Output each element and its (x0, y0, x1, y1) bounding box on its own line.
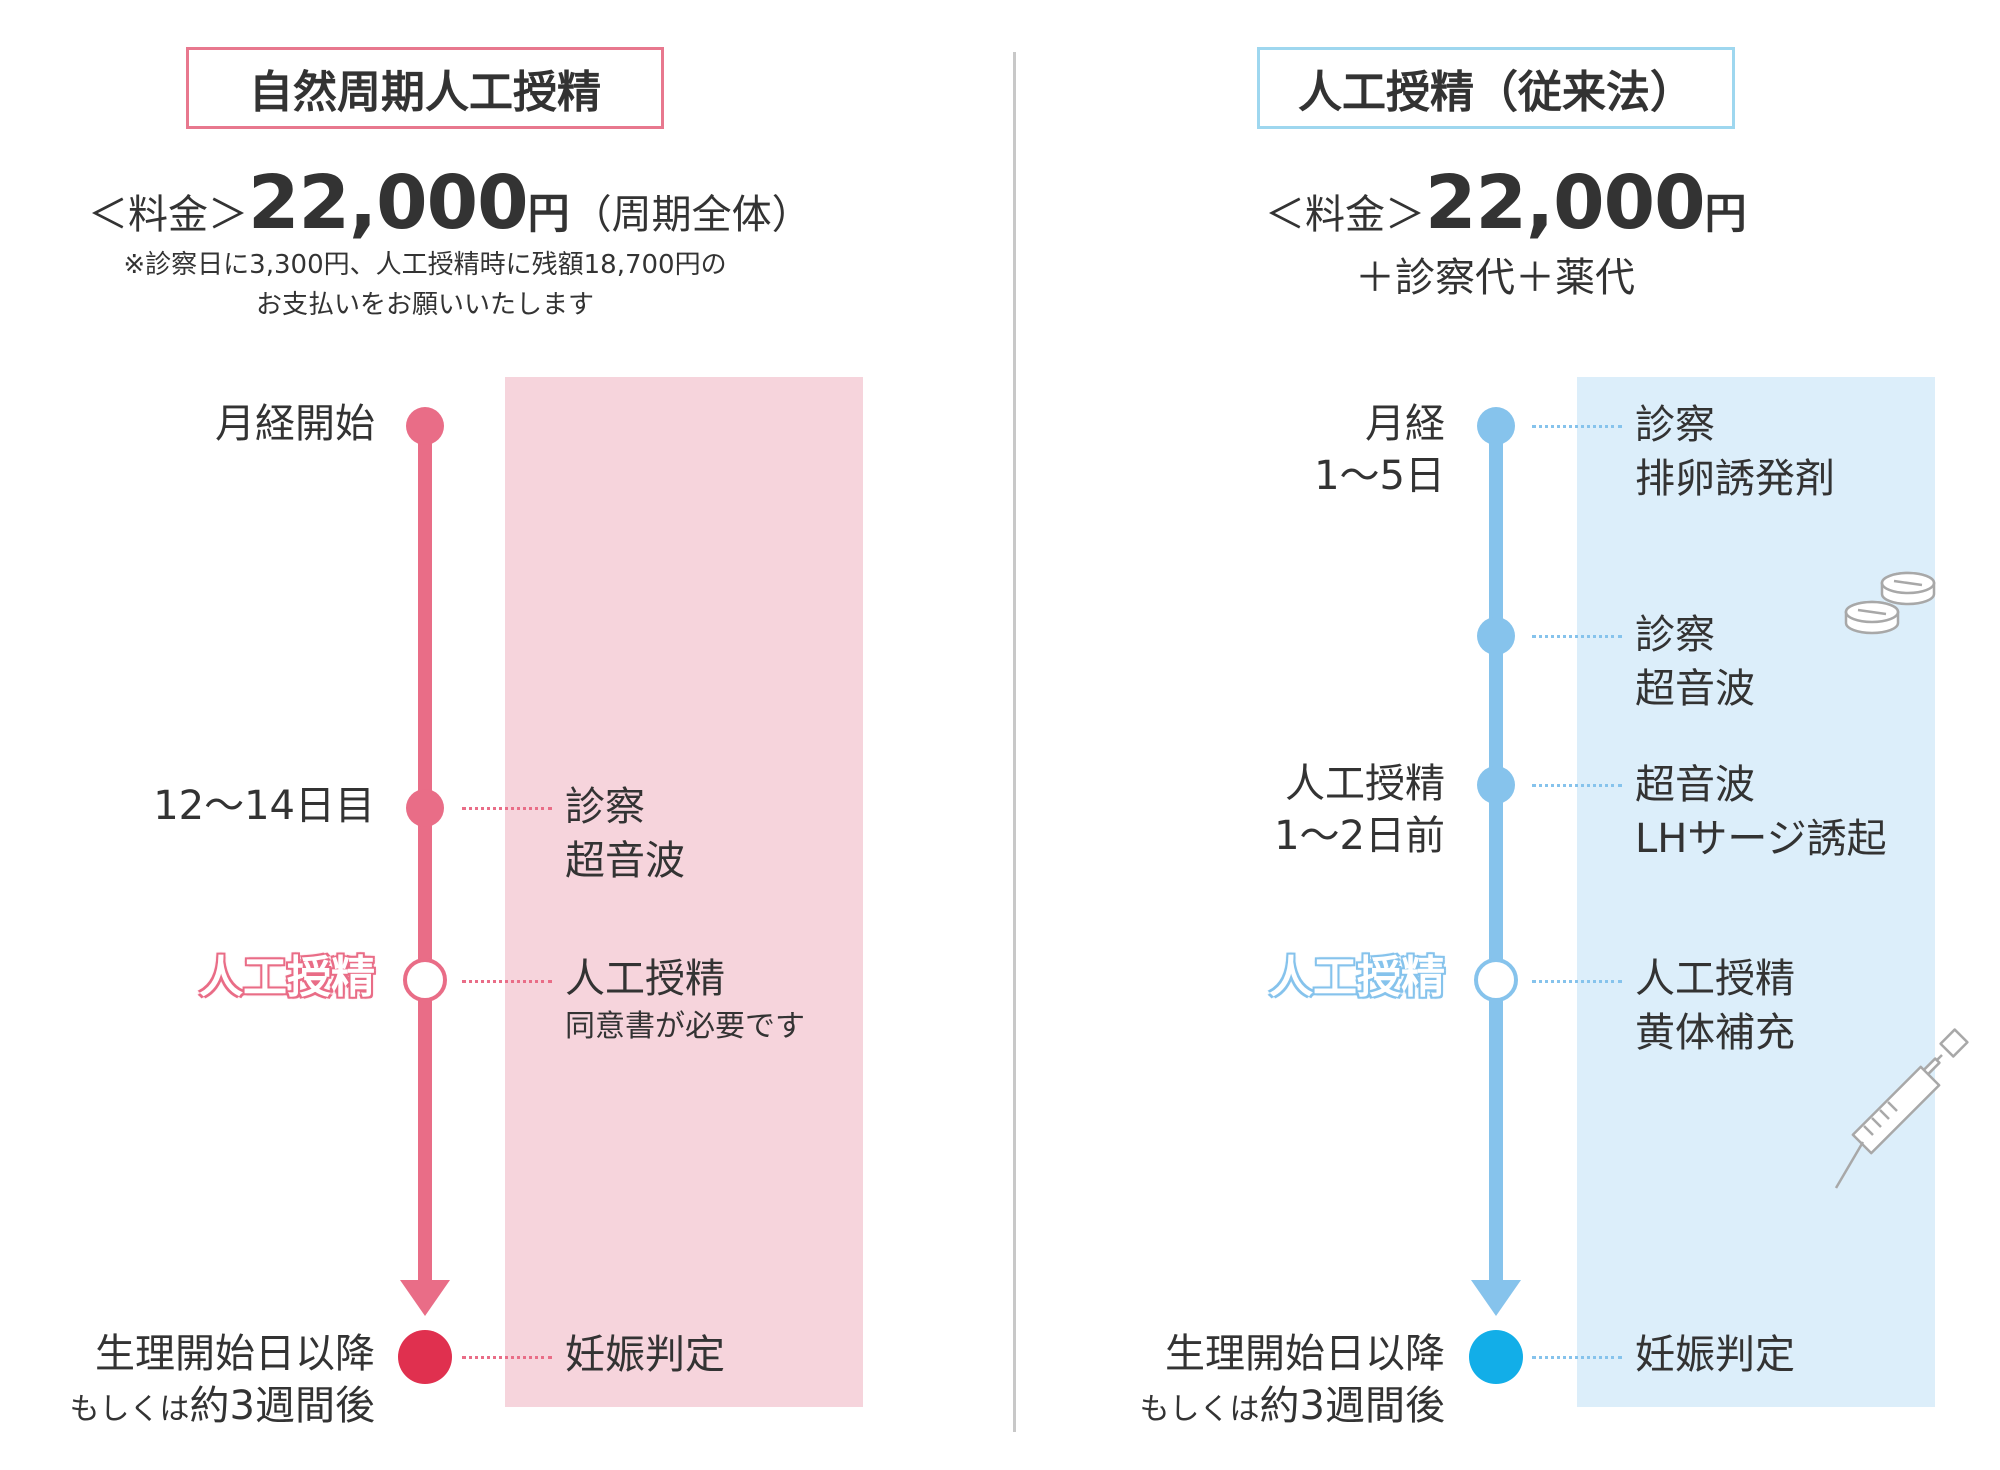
right-step-label: 生理開始日以降 もしくは約3週間後 (1139, 1331, 1445, 1429)
right-step-detail: 人工授精 黄体補充 (1635, 956, 1795, 1056)
right-ai-label: 人工授精 (1269, 952, 1445, 1003)
left-step-label: 月経開始 (215, 401, 375, 447)
center-divider (1013, 52, 1016, 1432)
right-extra-fees: ＋診察代＋薬代 (1355, 255, 1635, 301)
right-price-amount: 22,000 (1425, 160, 1706, 246)
left-ai-label: 人工授精 (199, 952, 375, 1003)
left-step-connector (462, 807, 552, 810)
left-payment-note: ※診察日に3,300円、人工授精時に残額18,700円の お支払いをお願いいたし… (30, 245, 820, 325)
left-step-dot (406, 407, 444, 445)
right-timeline-arrowhead (1471, 1280, 1521, 1316)
right-step-dot (1477, 766, 1515, 804)
left-price-suffix: （周期全体） (571, 192, 812, 238)
right-background-panel (1577, 377, 1935, 1407)
left-step-label: 生理開始日以降 もしくは約3週間後 (69, 1331, 375, 1429)
right-step-detail: 診察 排卵誘発剤 (1635, 402, 1835, 502)
syringe-icon (1834, 1028, 1969, 1189)
right-step-detail: 妊娠判定 (1635, 1332, 1795, 1378)
right-step-dot (1477, 617, 1515, 655)
left-price-label: ＜料金＞ (88, 192, 248, 238)
right-step-detail: 診察 超音波 (1635, 612, 1755, 712)
left-step-detail: 人工授精 同意書が必要です (565, 956, 805, 1044)
left-timeline-arrowhead (400, 1280, 450, 1316)
right-step-connector (1532, 1356, 1622, 1359)
right-step-connector (1532, 425, 1622, 428)
right-step-label: 月経 1〜5日 (1314, 401, 1445, 499)
right-title-text: 人工授精（従来法） (1298, 67, 1694, 118)
left-step-label: 12〜14日目 (153, 783, 375, 829)
left-title-text: 自然周期人工授精 (249, 67, 601, 118)
left-price-unit: 円 (527, 189, 570, 238)
right-step-connector (1532, 784, 1622, 787)
right-price-unit: 円 (1704, 189, 1747, 238)
right-step-dot-open (1474, 958, 1518, 1002)
left-note-line2: お支払いをお願いいたします (255, 290, 594, 320)
right-final-dot (1469, 1330, 1523, 1384)
right-step-label: 人工授精 1〜2日前 (1274, 761, 1445, 859)
left-title: 自然周期人工授精 (186, 47, 664, 129)
right-price-label: ＜料金＞ (1265, 192, 1425, 238)
left-step-connector (462, 1356, 552, 1359)
left-step-dot (406, 789, 444, 827)
left-price-amount: 22,000 (248, 160, 529, 246)
right-title: 人工授精（従来法） (1257, 47, 1735, 129)
right-timeline-line (1489, 440, 1503, 1290)
left-final-dot (398, 1330, 452, 1384)
left-step-detail: 診察 超音波 (565, 784, 685, 884)
right-step-detail: 超音波 LHサージ誘起 (1635, 762, 1887, 862)
right-step-connector (1532, 980, 1622, 983)
left-step-dot-open (403, 958, 447, 1002)
left-price: ＜料金＞ 22,000 円 （周期全体） (88, 160, 812, 246)
left-background-panel (505, 377, 863, 1407)
right-step-dot (1477, 407, 1515, 445)
right-price: ＜料金＞ 22,000 円 (1265, 160, 1747, 246)
right-step-connector (1532, 635, 1622, 638)
left-timeline-line (418, 440, 432, 1290)
left-step-connector (462, 980, 552, 983)
pills-icon (1844, 571, 1936, 635)
left-note-line1: ※診察日に3,300円、人工授精時に残額18,700円の (123, 250, 727, 280)
left-step-detail: 妊娠判定 (565, 1332, 725, 1378)
